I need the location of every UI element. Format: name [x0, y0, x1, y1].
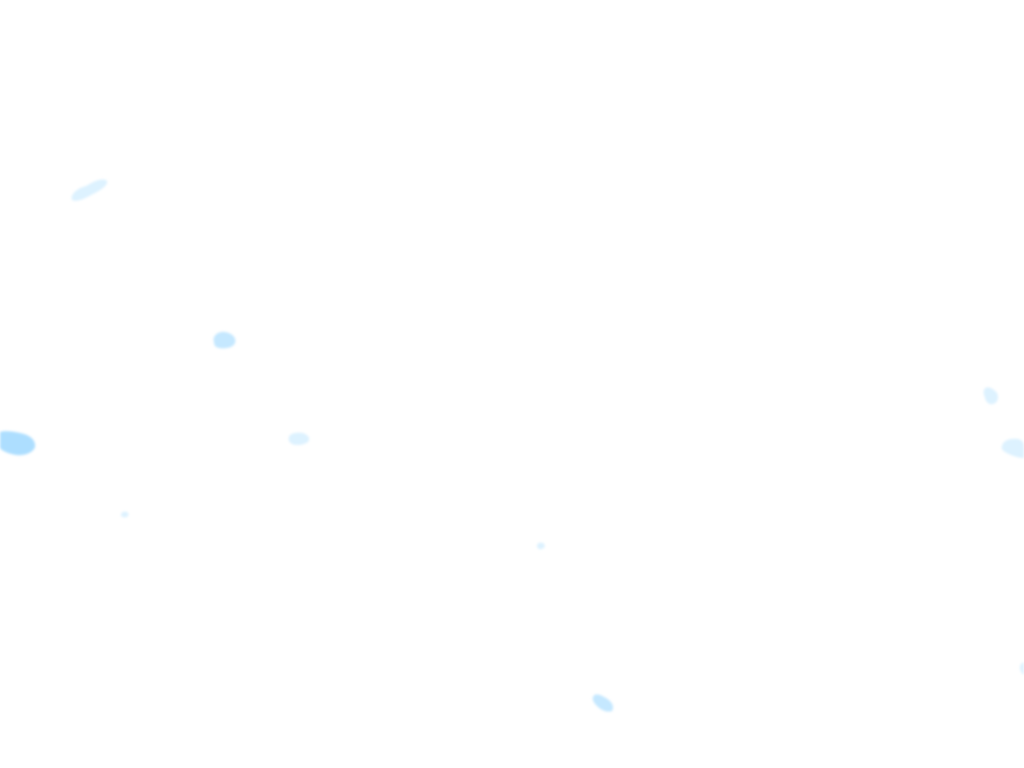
precipitation-patch: [0, 431, 36, 456]
precipitation-patch: [121, 511, 129, 518]
precipitation-patch: [1001, 438, 1024, 458]
precipitation-patch: [537, 542, 545, 550]
precipitation-patch: [213, 331, 236, 349]
precipitation-patch: [71, 179, 108, 201]
precipitation-patch: [1020, 662, 1024, 675]
precipitation-patch: [288, 432, 310, 446]
precipitation-patch: [983, 387, 998, 405]
precipitation-patch: [592, 694, 614, 712]
